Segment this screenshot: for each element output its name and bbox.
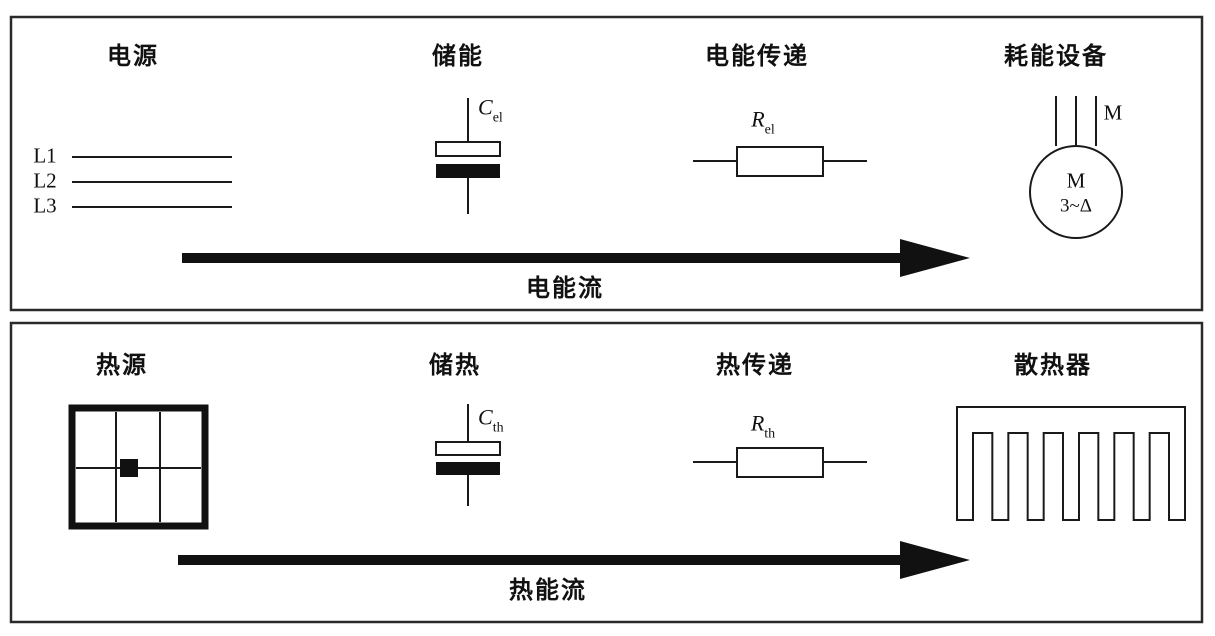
header-heat-storage: 储热 <box>429 353 481 379</box>
header-energy-transfer: 电能传递 <box>705 44 809 70</box>
motor-name-label: M <box>1066 168 1086 193</box>
capacitance-letter: C <box>478 94 493 120</box>
thermal-capacitor-symbol <box>435 404 501 506</box>
thermal-resistance-label: Rth <box>750 410 776 442</box>
motor-symbol <box>1029 96 1123 239</box>
electrical-capacitance-label: Cel <box>478 94 503 126</box>
motor-type-label: 3~Δ <box>1060 195 1092 217</box>
header-heat-source: 热源 <box>96 353 148 379</box>
thermal-capacitance-label: Cth <box>478 404 504 436</box>
phase-label-l3: L3 <box>33 193 57 218</box>
header-heat-transfer: 热传递 <box>716 353 794 379</box>
header-power-source: 电源 <box>107 44 159 70</box>
heatsink-symbol <box>956 406 1186 521</box>
thermal-resistor-symbol <box>693 447 867 478</box>
thermal-capacitance-subscript: th <box>492 420 504 436</box>
heat-source-symbol <box>68 404 209 530</box>
thermal-flow-label: 热能流 <box>509 578 587 604</box>
electrical-capacitor-symbol <box>435 98 501 214</box>
header-energy-consumer: 耗能设备 <box>1004 44 1108 70</box>
thermal-resistance-letter: R <box>750 410 765 436</box>
electrical-flow-arrow <box>182 239 970 277</box>
thermal-flow-arrow <box>178 541 970 579</box>
header-heatsink: 散热器 <box>1014 353 1092 379</box>
resistance-subscript: el <box>764 122 775 138</box>
thermal-panel-frame <box>9 321 1204 624</box>
thermal-capacitance-letter: C <box>478 404 493 430</box>
phase-label-l1: L1 <box>33 143 57 168</box>
electrical-panel-frame <box>9 15 1204 312</box>
motor-terminal-label: M <box>1103 100 1123 125</box>
thermal-resistance-subscript: th <box>764 426 776 442</box>
electrical-resistance-label: Rel <box>751 106 775 138</box>
electrical-flow-label: 电能流 <box>526 276 604 302</box>
phase-label-l2: L2 <box>33 168 57 193</box>
three-phase-source-symbol <box>72 156 232 208</box>
electrical-resistor-symbol <box>693 146 867 177</box>
header-energy-storage: 储能 <box>432 44 484 70</box>
capacitance-subscript: el <box>492 110 503 126</box>
resistance-letter: R <box>751 106 765 132</box>
